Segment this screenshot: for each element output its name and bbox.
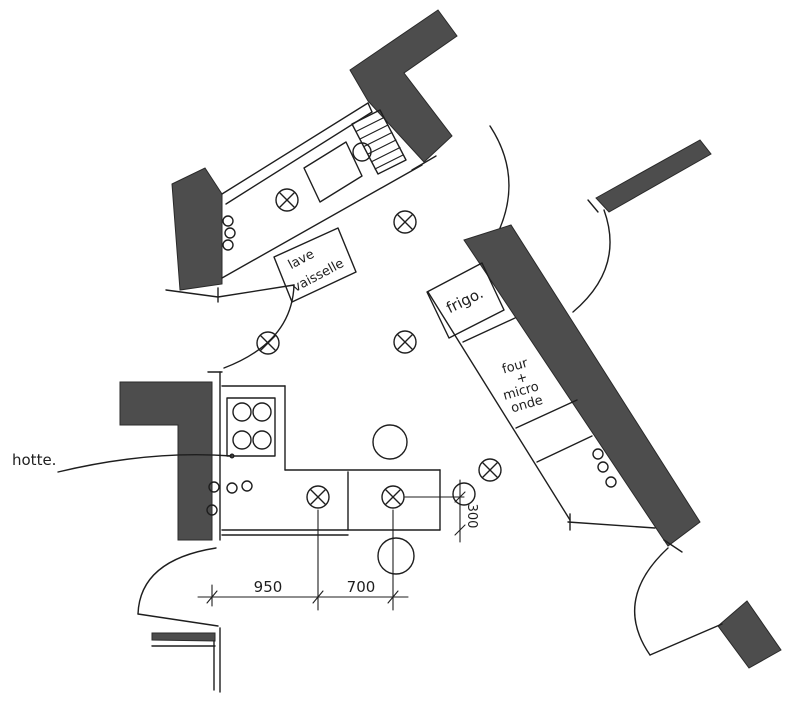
- dimension-tick: [206, 590, 218, 604]
- right-counter: [426, 199, 723, 656]
- wall-bottom-left: [151, 632, 216, 642]
- bottom-left-entrance: [137, 547, 221, 693]
- dimension-tick: [454, 524, 466, 536]
- socket-icon: [592, 448, 604, 460]
- wall-end-line: [587, 199, 599, 213]
- window-line: [225, 111, 373, 205]
- wall-end-line: [663, 539, 683, 553]
- stool-icon: [372, 424, 408, 460]
- window-end: [367, 102, 373, 113]
- light-ring: [275, 188, 299, 212]
- ceiling-light-icon: [393, 210, 417, 234]
- door-leaf: [217, 284, 295, 298]
- ceiling-light-icon: [478, 458, 502, 482]
- dimension-tick: [454, 491, 466, 503]
- dimension-label-950: 950: [254, 578, 283, 596]
- dishwasher-box: [273, 227, 357, 303]
- light-cross: [279, 192, 295, 208]
- counter-front-edge: [427, 291, 571, 521]
- walls: [119, 9, 782, 669]
- hood-leader-line: [57, 454, 233, 473]
- wall-right-top: [595, 139, 712, 213]
- sink-drain: [352, 142, 372, 162]
- door-swing: [633, 547, 669, 656]
- counter-end: [411, 155, 437, 171]
- socket-icon: [241, 480, 253, 492]
- counter-divider: [536, 435, 593, 463]
- dimension-label-300: 300: [464, 504, 479, 529]
- ink-drawing: [57, 102, 723, 693]
- stool-icon: [377, 537, 415, 575]
- drainer-rib: [359, 124, 389, 140]
- oven-label-line2: +: [515, 370, 530, 387]
- light-ring: [393, 330, 417, 354]
- wall-outline: [165, 289, 219, 298]
- light-cross: [260, 335, 276, 351]
- socket-icon: [226, 482, 238, 494]
- light-cross: [310, 489, 326, 505]
- stool-icon: [452, 482, 476, 506]
- light-ring: [381, 485, 405, 509]
- wall-bottom-right: [717, 600, 782, 669]
- door-swing: [137, 547, 217, 615]
- oven-label-line1: four: [500, 356, 530, 378]
- dimension-lines: [197, 479, 466, 611]
- light-ring: [478, 458, 502, 482]
- wall-top-left: [171, 167, 223, 291]
- socket-icon: [605, 476, 617, 488]
- wall-right-long: [463, 224, 701, 547]
- drainer-rib: [367, 139, 397, 155]
- ceiling-light-icon: [381, 485, 405, 509]
- window-line: [221, 102, 369, 195]
- drainer-rib: [363, 131, 393, 148]
- counter-front-edge: [221, 164, 423, 279]
- socket-icon: [208, 481, 220, 493]
- socket-icon: [224, 227, 236, 239]
- peninsula: [57, 371, 441, 541]
- drainer-rib: [371, 146, 401, 163]
- counter-divider: [462, 317, 516, 343]
- socket-icon: [222, 239, 234, 251]
- ceiling-light-icon: [256, 331, 280, 355]
- drainer-rib: [374, 154, 404, 170]
- dimension-tick: [312, 590, 324, 604]
- socket-icon: [206, 504, 218, 516]
- counter-end-line: [567, 521, 656, 529]
- ceiling-light-icon: [393, 330, 417, 354]
- socket-icon: [597, 461, 609, 473]
- cooktop: [226, 397, 276, 457]
- light-cross: [385, 489, 401, 505]
- burner-icon: [232, 430, 252, 450]
- burner-icon: [252, 430, 272, 450]
- light-ring: [306, 485, 330, 509]
- light-ring: [393, 210, 417, 234]
- light-cross: [482, 462, 498, 478]
- fridge-box: [426, 262, 505, 339]
- burner-icon: [252, 402, 272, 422]
- dimension-label-700: 700: [347, 578, 376, 596]
- drainer-ribs: [355, 116, 404, 170]
- drainer-rib: [355, 116, 385, 133]
- upper-counter: [165, 102, 510, 369]
- door-leaf: [137, 613, 219, 627]
- socket-icon: [222, 215, 234, 227]
- counter-divider: [515, 399, 578, 429]
- light-cross: [397, 214, 413, 230]
- light-cross: [397, 334, 413, 350]
- dimension-tick: [387, 590, 399, 604]
- ceiling-light-icon: [275, 188, 299, 212]
- hood-label: hotte.: [12, 451, 56, 469]
- hood-leader-dot: [229, 453, 235, 459]
- wall-left-middle: [119, 381, 213, 541]
- door-leaf: [649, 623, 723, 656]
- light-ring: [256, 331, 280, 355]
- sink-basin: [303, 141, 363, 203]
- door-swing: [489, 125, 510, 229]
- ceiling-light-icon: [306, 485, 330, 509]
- door-swing: [572, 209, 611, 313]
- burner-icon: [232, 402, 252, 422]
